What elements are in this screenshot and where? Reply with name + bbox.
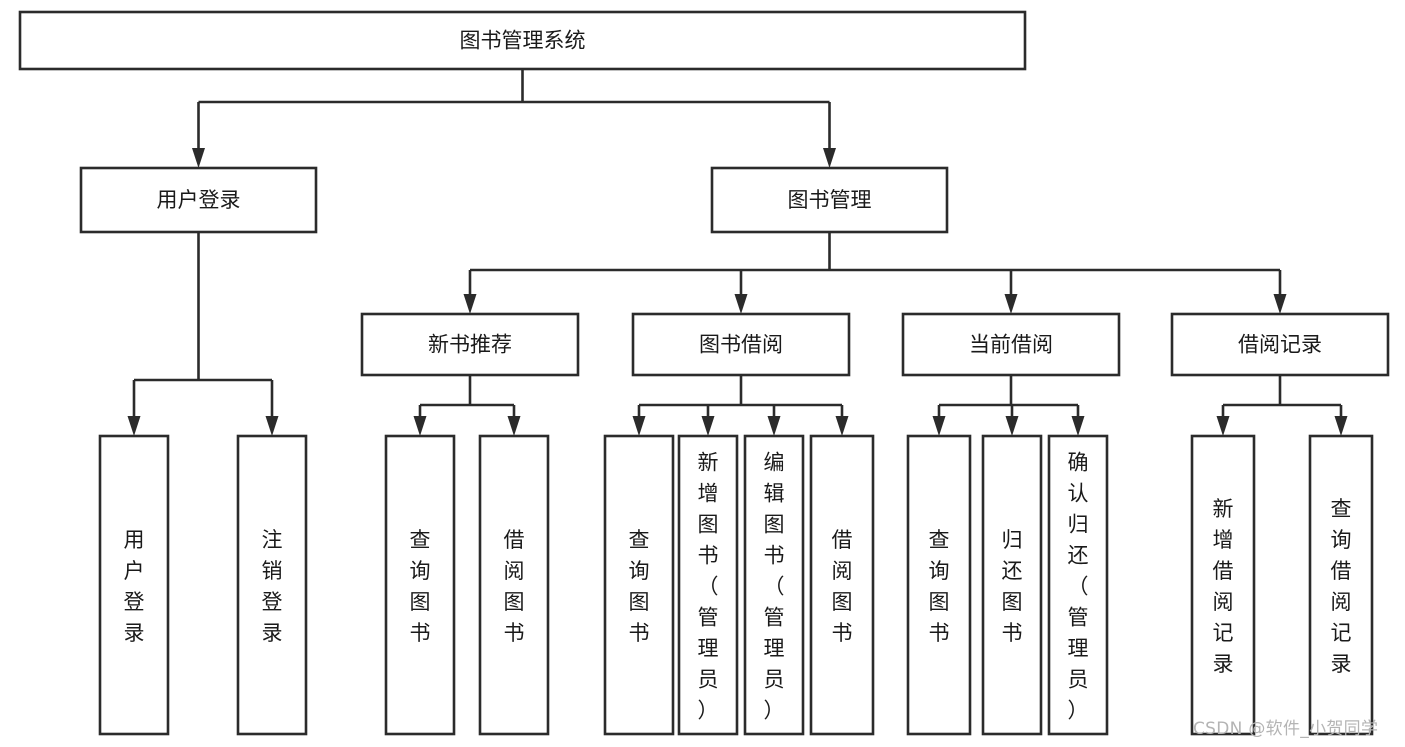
node-box [906, 434, 972, 736]
arrow-head-icon [463, 294, 477, 314]
node-label: 查询图书 [629, 528, 650, 645]
arrow-head-icon [1216, 416, 1230, 436]
node-label: 新增借阅记录 [1213, 497, 1234, 676]
node-label: 查询图书 [410, 528, 431, 645]
node-leaf-add-book[interactable]: 新增图书（管理员） [677, 434, 739, 736]
node-box [1170, 312, 1390, 377]
node-box [603, 434, 675, 736]
node-box [809, 434, 875, 736]
arrow-head-icon [1273, 294, 1287, 314]
arrow-head-icon [507, 416, 521, 436]
node-label: 借阅图书 [832, 528, 853, 645]
node-new-book-rec[interactable]: 新书推荐 [360, 312, 580, 377]
node-leaf-query-book-1[interactable]: 查询图书 [384, 434, 456, 736]
arrow-head-icon [823, 148, 836, 168]
connector-group-book-manage [463, 232, 1287, 314]
node-leaf-edit-book[interactable]: 编辑图书（管理员） [743, 434, 805, 736]
node-label: 确认归还（管理员） [1068, 451, 1089, 723]
arrow-head-icon [701, 416, 715, 436]
node-leaf-query-book-2[interactable]: 查询图书 [603, 434, 675, 736]
node-leaf-borrow-book-1[interactable]: 借阅图书 [478, 434, 550, 736]
node-label: 图书管理系统 [460, 29, 586, 53]
node-label: 查询借阅记录 [1331, 497, 1352, 676]
node-box [478, 434, 550, 736]
arrow-head-icon [632, 416, 646, 436]
node-leaf-user-login[interactable]: 用户登录 [98, 434, 170, 736]
node-box [677, 434, 739, 736]
node-current-borrow[interactable]: 当前借阅 [901, 312, 1121, 377]
node-user-login[interactable]: 用户登录 [79, 166, 318, 234]
node-box [981, 434, 1043, 736]
node-box [1308, 434, 1374, 736]
node-leaf-user-logout[interactable]: 注销登录 [236, 434, 308, 736]
connector-group-root [192, 69, 836, 168]
node-label: 借阅图书 [504, 528, 525, 645]
node-box [743, 434, 805, 736]
node-box [360, 312, 580, 377]
node-label: 用户登录 [124, 528, 145, 645]
arrow-head-icon [192, 148, 205, 168]
node-book-manage[interactable]: 图书管理 [710, 166, 949, 234]
node-label: 归还图书 [1002, 528, 1023, 645]
node-label: 当前借阅 [969, 333, 1053, 357]
node-leaf-query-record[interactable]: 查询借阅记录 [1308, 434, 1374, 736]
node-box [384, 434, 456, 736]
arrow-head-icon [835, 416, 849, 436]
node-book-borrow[interactable]: 图书借阅 [631, 312, 851, 377]
node-label: 借阅记录 [1238, 333, 1322, 357]
node-leaf-confirm-return[interactable]: 确认归还（管理员） [1047, 434, 1109, 736]
connector-group-borrow-record [1216, 375, 1348, 436]
node-root[interactable]: 图书管理系统 [18, 10, 1027, 71]
node-leaf-query-book-3[interactable]: 查询图书 [906, 434, 972, 736]
node-leaf-return-book[interactable]: 归还图书 [981, 434, 1043, 736]
arrow-head-icon [932, 416, 946, 436]
node-box [901, 312, 1121, 377]
node-borrow-record[interactable]: 借阅记录 [1170, 312, 1390, 377]
connector-group-book-borrow [632, 375, 849, 436]
arrow-head-icon [1334, 416, 1348, 436]
node-label: 用户登录 [157, 188, 241, 212]
arrow-head-icon [127, 416, 141, 436]
arrow-head-icon [734, 294, 748, 314]
node-label: 注销登录 [262, 528, 283, 645]
connector-group-user-login [127, 232, 279, 436]
node-box [710, 166, 949, 234]
arrow-head-icon [1004, 294, 1018, 314]
node-box [79, 166, 318, 234]
node-label: 新书推荐 [428, 333, 512, 357]
arrow-head-icon [1005, 416, 1019, 436]
node-box [98, 434, 170, 736]
node-label: 图书借阅 [699, 333, 783, 357]
arrow-head-icon [1071, 416, 1085, 436]
node-box [1047, 434, 1109, 736]
node-leaf-add-record[interactable]: 新增借阅记录 [1190, 434, 1256, 736]
connectors-layer [127, 69, 1348, 436]
node-label: 查询图书 [929, 528, 950, 645]
node-box [1190, 434, 1256, 736]
node-box [631, 312, 851, 377]
node-label: 图书管理 [788, 188, 872, 212]
arrow-head-icon [265, 416, 279, 436]
arrow-head-icon [767, 416, 781, 436]
node-box [18, 10, 1027, 71]
node-leaf-borrow-book-2[interactable]: 借阅图书 [809, 434, 875, 736]
connector-group-current-borrow [932, 375, 1085, 436]
node-label: 新增图书（管理员） [698, 451, 719, 723]
connector-group-new-book-rec [413, 375, 521, 436]
node-label: 编辑图书（管理员） [764, 451, 785, 723]
arrow-head-icon [413, 416, 427, 436]
node-box [236, 434, 308, 736]
nodes-layer: 图书管理系统用户登录图书管理新书推荐图书借阅当前借阅借阅记录用户登录注销登录查询… [18, 10, 1390, 736]
